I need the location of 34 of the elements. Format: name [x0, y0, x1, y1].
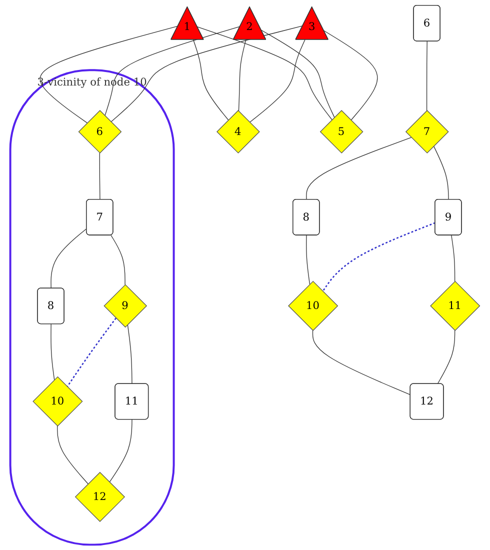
- connector: [40, 26, 178, 124]
- connector: [196, 26, 332, 120]
- connector: [57, 426, 88, 484]
- connector: [260, 30, 335, 118]
- connector: [433, 146, 449, 200]
- node-diamond: 5: [320, 110, 364, 154]
- connector: [110, 234, 126, 285]
- connector: [238, 39, 246, 112]
- connector: [110, 26, 304, 122]
- connector: [426, 41, 428, 111]
- connector: [437, 330, 456, 384]
- node-diamond: 9: [104, 284, 148, 328]
- connector: [99, 152, 100, 200]
- node-diamond: 4: [216, 110, 260, 154]
- node-diamond: 10: [32, 376, 83, 426]
- connector: [127, 324, 132, 384]
- connector: [109, 419, 132, 483]
- connector: [312, 330, 411, 396]
- connector: [192, 39, 229, 120]
- connector: [324, 30, 378, 121]
- node-diamond: 11: [430, 280, 480, 331]
- node-diamond: 12: [74, 472, 126, 522]
- connector: [306, 235, 310, 285]
- connector: [306, 137, 412, 200]
- connector: [322, 222, 436, 292]
- connector: [249, 39, 306, 123]
- node-diamond: 10: [288, 280, 338, 331]
- connector: [50, 324, 55, 380]
- node-diamond: 6: [78, 110, 122, 154]
- connector: [104, 26, 241, 116]
- connector: [66, 318, 116, 388]
- connector: [451, 235, 456, 282]
- node-diamond: 7: [405, 110, 449, 154]
- connector: [50, 228, 87, 289]
